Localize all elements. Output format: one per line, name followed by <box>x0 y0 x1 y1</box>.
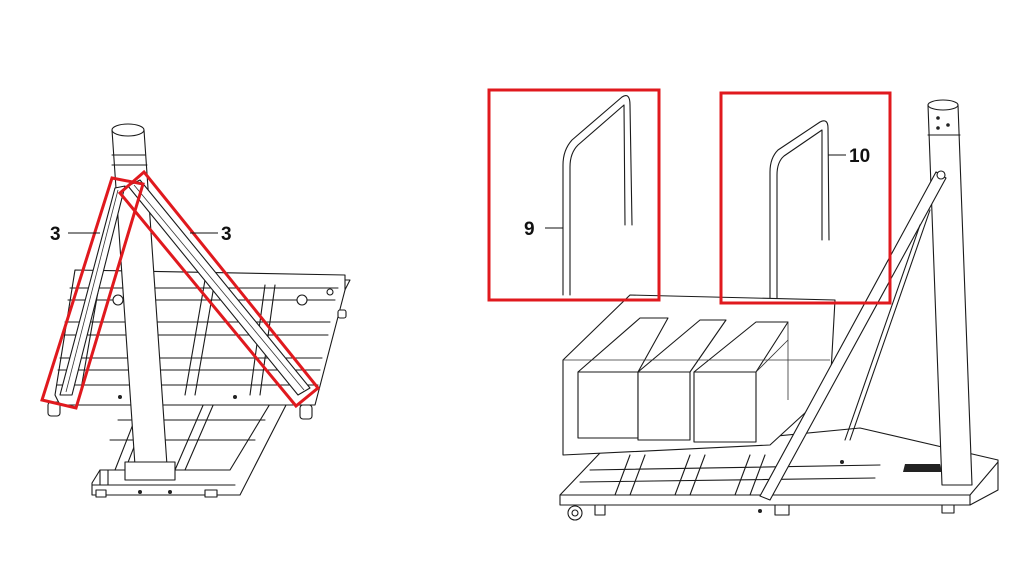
right-mast <box>927 99 973 486</box>
handle-10-highlight <box>719 91 892 305</box>
handle-9-highlight <box>487 88 661 302</box>
label-brace-b: 3 <box>221 224 232 245</box>
label-brace-a: 3 <box>50 224 61 245</box>
label-handle-9: 9 <box>524 219 535 240</box>
left-braces <box>59 179 311 396</box>
left-mast <box>111 123 176 481</box>
left-brace-highlight-b <box>117 169 321 409</box>
label-handle-10: 10 <box>849 146 870 167</box>
right-cargo-blocks <box>562 294 836 456</box>
right-assembly: 9 10 <box>487 88 999 521</box>
right-diagonal-strut <box>759 170 947 501</box>
handle-10: 10 <box>719 91 892 305</box>
handle-9: 9 <box>487 88 661 302</box>
left-assembly: 3 3 <box>40 123 351 498</box>
